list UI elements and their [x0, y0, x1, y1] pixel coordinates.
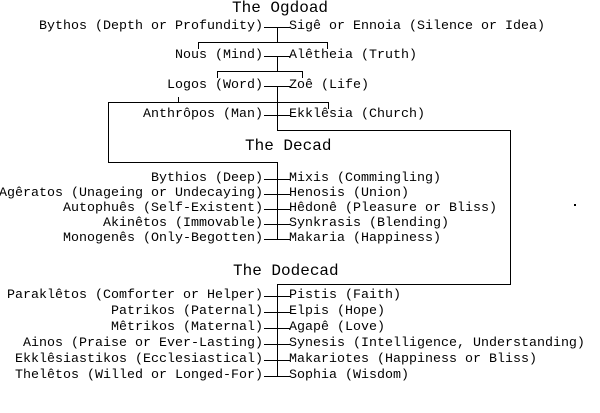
connector-line [277, 28, 278, 42]
left-aeon-label: Mêtrikos (Maternal) [111, 320, 263, 335]
section-title-ogdoad: The Ogdoad [232, 0, 329, 17]
section-title-dodecad: The Dodecad [233, 262, 339, 280]
left-aeon-label: Autophuês (Self-Existent) [63, 201, 263, 216]
right-aeon-label: Synesis (Intelligence, Understanding) [289, 336, 585, 351]
connector-line [277, 57, 278, 72]
left-aeon-label: Akinêtos (Immovable) [103, 216, 263, 231]
connector-line [277, 87, 278, 116]
connector-line [108, 162, 278, 163]
connector-line [217, 71, 303, 72]
connector-line [327, 42, 328, 49]
right-aeon-label: Elpis (Hope) [289, 304, 385, 319]
right-aeon-label: Mixis (Commingling) [289, 171, 441, 186]
left-aeon-label: Anthrôpos (Man) [143, 107, 263, 122]
connector-line [217, 71, 218, 78]
section-title-decad: The Decad [245, 137, 332, 155]
left-aeon-label: Logos (Word) [167, 78, 263, 93]
connector-line [108, 102, 329, 103]
left-aeon-label: Monogenês (Only-Begotten) [63, 231, 263, 246]
stray-dot [574, 204, 576, 206]
right-aeon-label: Sigê or Ennoia (Silence or Idea) [289, 19, 545, 34]
connector-line [510, 130, 511, 285]
connector-line [277, 284, 278, 377]
connector-line [277, 115, 278, 131]
left-aeon-label: Ainos (Praise or Ever-Lasting) [23, 336, 263, 351]
connector-line [178, 97, 179, 103]
couple-dash [264, 27, 290, 28]
right-aeon-label: Ekklêsia (Church) [289, 107, 425, 122]
connector-line [277, 162, 278, 240]
right-aeon-label: Agapê (Love) [289, 320, 385, 335]
left-aeon-label: Paraklêtos (Comforter or Helper) [7, 288, 263, 303]
connector-line [108, 102, 109, 163]
right-aeon-label: Zoê (Life) [289, 78, 369, 93]
right-aeon-label: Hêdonê (Pleasure or Bliss) [289, 201, 497, 216]
right-aeon-label: Henosis (Union) [289, 186, 409, 201]
right-aeon-label: Synkrasis (Blending) [289, 216, 449, 231]
connector-line [277, 284, 511, 285]
couple-dash [264, 86, 290, 87]
couple-dash [264, 56, 290, 57]
left-aeon-label: Bythios (Deep) [151, 171, 263, 186]
left-aeon-label: Nous (Mind) [175, 48, 263, 63]
right-aeon-label: Sophia (Wisdom) [289, 368, 409, 383]
left-aeon-label: Bythos (Depth or Profundity) [39, 19, 263, 34]
right-aeon-label: Pistis (Faith) [289, 288, 401, 303]
connector-line [198, 42, 199, 49]
left-aeon-label: Agêratos (Unageing or Undecaying) [0, 186, 263, 201]
connector-line [328, 102, 329, 109]
connector-line [302, 71, 303, 78]
left-aeon-label: Ekklêsiastikos (Ecclesiastical) [15, 352, 263, 367]
right-aeon-label: Alêtheia (Truth) [289, 48, 417, 63]
left-aeon-label: Thelêtos (Willed or Longed-For) [15, 368, 263, 383]
left-aeon-label: Patrikos (Paternal) [111, 304, 263, 319]
connector-line [277, 130, 511, 131]
right-aeon-label: Makaria (Happiness) [289, 231, 441, 246]
right-aeon-label: Makariotes (Happiness or Bliss) [289, 352, 537, 367]
connector-line [198, 42, 328, 43]
